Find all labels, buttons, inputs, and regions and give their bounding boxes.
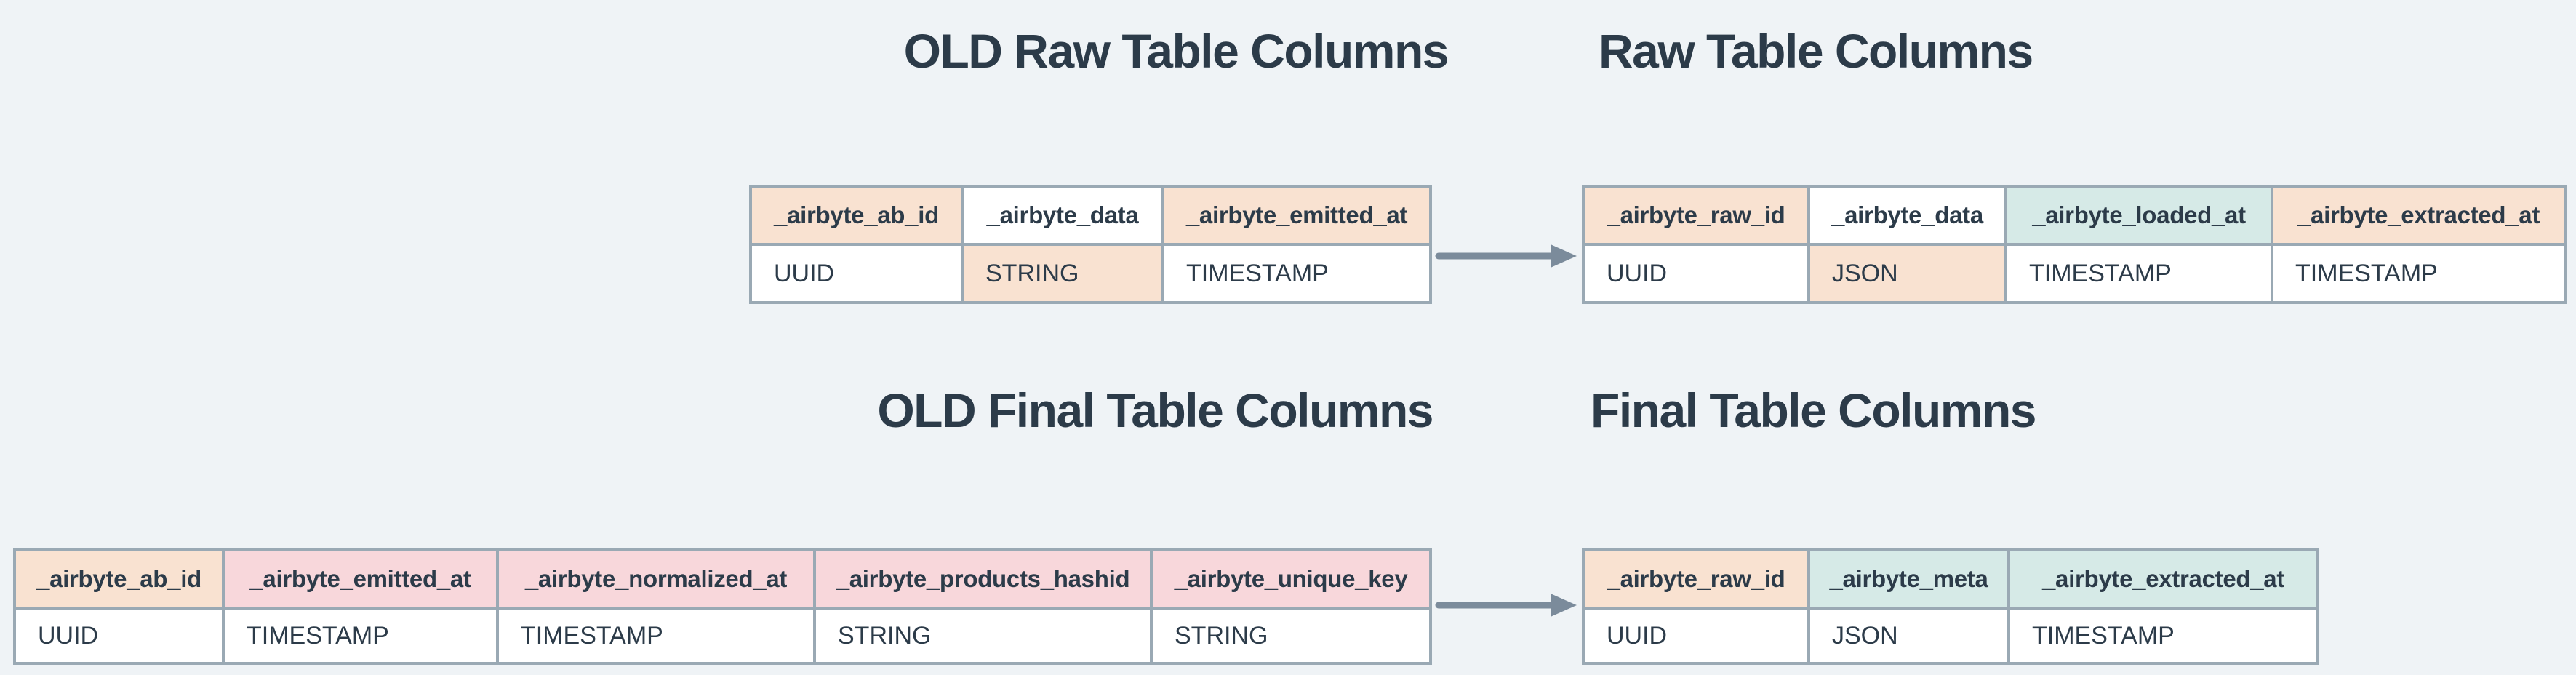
table-type-row: UUID STRING TIMESTAMP: [749, 243, 1432, 304]
column-header: _airbyte_loaded_at: [2004, 185, 2273, 246]
column-type: UUID: [13, 607, 225, 665]
column-header: _airbyte_emitted_at: [1161, 185, 1432, 246]
old-final-table-title: OLD Final Table Columns: [877, 383, 1433, 437]
raw-table: _airbyte_raw_id _airbyte_data _airbyte_l…: [1582, 185, 2567, 304]
column-type: STRING: [813, 607, 1153, 665]
table-header-row: _airbyte_ab_id _airbyte_emitted_at _airb…: [13, 548, 1432, 610]
column-header: _airbyte_emitted_at: [222, 548, 499, 610]
column-header: _airbyte_raw_id: [1582, 548, 1810, 610]
column-type: UUID: [1582, 243, 1810, 304]
column-type: TIMESTAMP: [222, 607, 499, 665]
column-header: _airbyte_products_hashid: [813, 548, 1153, 610]
column-type: JSON: [1807, 243, 2007, 304]
column-header: _airbyte_extracted_at: [2007, 548, 2319, 610]
table-type-row: UUID JSON TIMESTAMP TIMESTAMP: [1582, 243, 2567, 304]
column-header: _airbyte_normalized_at: [496, 548, 816, 610]
column-header: _airbyte_meta: [1807, 548, 2010, 610]
old-raw-table: _airbyte_ab_id _airbyte_data _airbyte_em…: [749, 185, 1432, 304]
column-type: STRING: [1150, 607, 1432, 665]
column-type: STRING: [961, 243, 1164, 304]
old-final-table: _airbyte_ab_id _airbyte_emitted_at _airb…: [13, 548, 1432, 665]
arrow-right-icon: [1435, 594, 1577, 617]
column-header: _airbyte_raw_id: [1582, 185, 1810, 246]
column-type: TIMESTAMP: [1161, 243, 1432, 304]
arrow-right-icon: [1435, 244, 1577, 268]
column-header: _airbyte_ab_id: [13, 548, 225, 610]
column-type: TIMESTAMP: [2004, 243, 2273, 304]
final-table: _airbyte_raw_id _airbyte_meta _airbyte_e…: [1582, 548, 2319, 665]
column-header: _airbyte_data: [961, 185, 1164, 246]
column-type: TIMESTAMP: [496, 607, 816, 665]
old-raw-table-title: OLD Raw Table Columns: [903, 24, 1449, 78]
table-header-row: _airbyte_raw_id _airbyte_data _airbyte_l…: [1582, 185, 2567, 246]
raw-table-title: Raw Table Columns: [1599, 24, 2033, 78]
table-type-row: UUID TIMESTAMP TIMESTAMP STRING STRING: [13, 607, 1432, 665]
table-type-row: UUID JSON TIMESTAMP: [1582, 607, 2319, 665]
column-header: _airbyte_data: [1807, 185, 2007, 246]
column-type: JSON: [1807, 607, 2010, 665]
column-type: UUID: [749, 243, 964, 304]
table-header-row: _airbyte_ab_id _airbyte_data _airbyte_em…: [749, 185, 1432, 246]
column-header: _airbyte_ab_id: [749, 185, 964, 246]
column-type: TIMESTAMP: [2271, 243, 2567, 304]
column-type: UUID: [1582, 607, 1810, 665]
column-type: TIMESTAMP: [2007, 607, 2319, 665]
column-header: _airbyte_extracted_at: [2271, 185, 2567, 246]
final-table-title: Final Table Columns: [1591, 383, 2037, 437]
table-header-row: _airbyte_raw_id _airbyte_meta _airbyte_e…: [1582, 548, 2319, 610]
column-header: _airbyte_unique_key: [1150, 548, 1432, 610]
